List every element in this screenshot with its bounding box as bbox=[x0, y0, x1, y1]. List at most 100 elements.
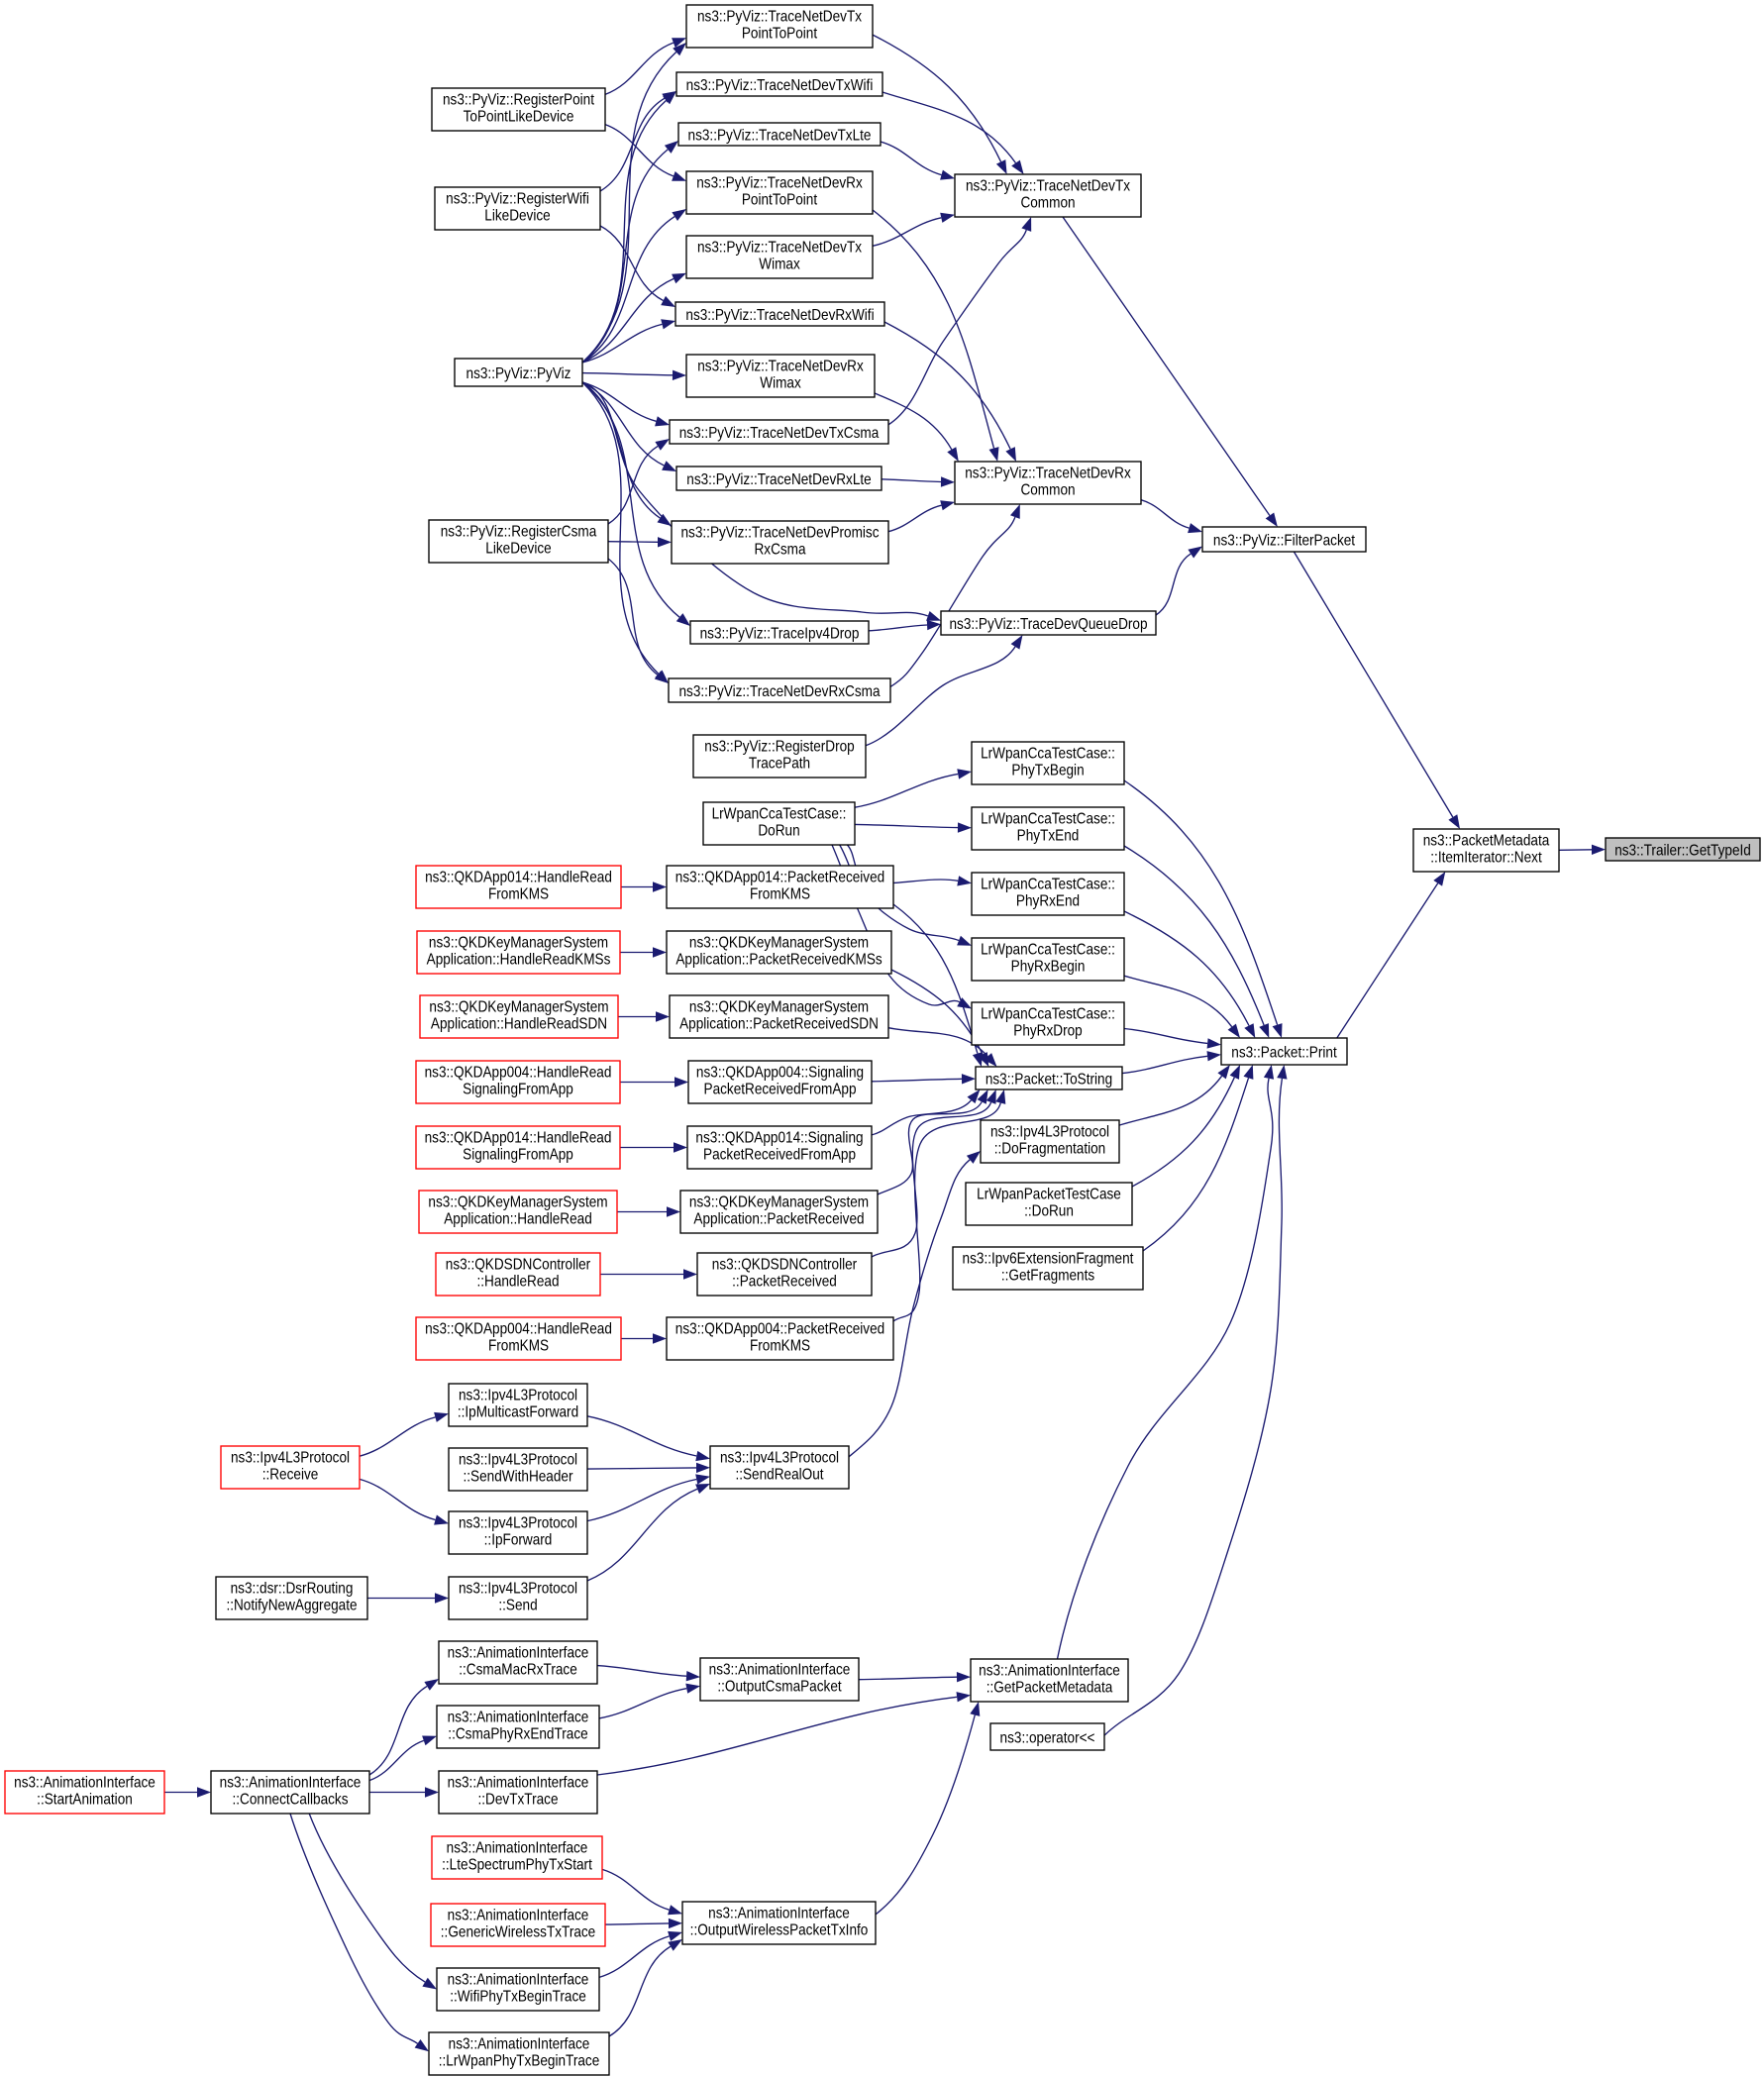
svg-text:ns3::QKDKeyManagerSystem: ns3::QKDKeyManagerSystem bbox=[689, 935, 869, 952]
svg-text:ns3::Ipv4L3Protocol: ns3::Ipv4L3Protocol bbox=[459, 1452, 577, 1469]
svg-text:ns3::PyViz::TraceNetDevTxCsma: ns3::PyViz::TraceNetDevTxCsma bbox=[679, 425, 880, 442]
svg-text:TracePath: TracePath bbox=[749, 756, 810, 773]
svg-text:ns3::QKDApp014::Signaling: ns3::QKDApp014::Signaling bbox=[695, 1130, 863, 1147]
svg-text:ns3::PyViz::RegisterWifi: ns3::PyViz::RegisterWifi bbox=[446, 191, 589, 208]
svg-text:::CsmaPhyRxEndTrace: ::CsmaPhyRxEndTrace bbox=[448, 1726, 587, 1743]
svg-text:ns3::QKDKeyManagerSystem: ns3::QKDKeyManagerSystem bbox=[429, 935, 608, 952]
svg-text:::OutputCsmaPacket: ::OutputCsmaPacket bbox=[717, 1679, 842, 1696]
svg-text:::IpForward: ::IpForward bbox=[484, 1532, 553, 1549]
svg-text:ns3::AnimationInterface: ns3::AnimationInterface bbox=[220, 1775, 362, 1792]
svg-text:ns3::PyViz::RegisterCsma: ns3::PyViz::RegisterCsma bbox=[441, 524, 597, 541]
svg-text:PhyTxBegin: PhyTxBegin bbox=[1011, 763, 1084, 779]
svg-text:::PacketReceived: ::PacketReceived bbox=[732, 1274, 837, 1291]
svg-text:ns3::AnimationInterface: ns3::AnimationInterface bbox=[448, 1775, 589, 1792]
svg-text:ns3::PyViz::TraceNetDevRx: ns3::PyViz::TraceNetDevRx bbox=[965, 466, 1131, 482]
svg-text:ns3::Ipv4L3Protocol: ns3::Ipv4L3Protocol bbox=[459, 1581, 577, 1598]
svg-text:ns3::operator<<: ns3::operator<< bbox=[1000, 1730, 1095, 1747]
svg-text:PhyRxDrop: PhyRxDrop bbox=[1013, 1023, 1082, 1040]
svg-text:ns3::PyViz::RegisterDrop: ns3::PyViz::RegisterDrop bbox=[704, 739, 854, 756]
svg-text:LikeDevice: LikeDevice bbox=[484, 208, 550, 225]
svg-text:LrWpanPacketTestCase: LrWpanPacketTestCase bbox=[977, 1187, 1121, 1203]
svg-text:PhyRxBegin: PhyRxBegin bbox=[1011, 959, 1086, 976]
svg-text:FromKMS: FromKMS bbox=[750, 1338, 810, 1355]
svg-text:LrWpanCcaTestCase::: LrWpanCcaTestCase:: bbox=[981, 877, 1115, 893]
svg-text:::Send: ::Send bbox=[498, 1598, 537, 1614]
svg-text:SignalingFromApp: SignalingFromApp bbox=[463, 1082, 573, 1098]
svg-text:FromKMS: FromKMS bbox=[750, 886, 810, 903]
svg-text:ns3::PyViz::TraceNetDevRx: ns3::PyViz::TraceNetDevRx bbox=[697, 359, 864, 375]
svg-text:ns3::PacketMetadata: ns3::PacketMetadata bbox=[1423, 833, 1550, 850]
svg-text:Common: Common bbox=[1020, 195, 1075, 212]
svg-text:ns3::PyViz::TraceDevQueueDrop: ns3::PyViz::TraceDevQueueDrop bbox=[949, 616, 1147, 633]
svg-text:ns3::Ipv4L3Protocol: ns3::Ipv4L3Protocol bbox=[459, 1388, 577, 1404]
svg-text:::Receive: ::Receive bbox=[262, 1467, 319, 1484]
svg-text:LikeDevice: LikeDevice bbox=[485, 541, 551, 558]
svg-text:ns3::PyViz::TraceIpv4Drop: ns3::PyViz::TraceIpv4Drop bbox=[700, 626, 860, 643]
svg-text:ns3::PyViz::TraceNetDevTx: ns3::PyViz::TraceNetDevTx bbox=[966, 178, 1131, 195]
svg-text:PacketReceivedFromApp: PacketReceivedFromApp bbox=[703, 1147, 856, 1164]
svg-text:::GetPacketMetadata: ::GetPacketMetadata bbox=[986, 1680, 1113, 1697]
svg-text:ns3::AnimationInterface: ns3::AnimationInterface bbox=[448, 1908, 589, 1924]
svg-text:ns3::PyViz::TraceNetDevRxWifi: ns3::PyViz::TraceNetDevRxWifi bbox=[685, 307, 874, 324]
svg-text:DoRun: DoRun bbox=[758, 823, 799, 840]
svg-text:RxCsma: RxCsma bbox=[754, 542, 806, 559]
svg-text:ns3::AnimationInterface: ns3::AnimationInterface bbox=[449, 2036, 590, 2053]
svg-text:Wimax: Wimax bbox=[759, 257, 800, 273]
svg-text:ns3::Ipv4L3Protocol: ns3::Ipv4L3Protocol bbox=[459, 1515, 577, 1532]
svg-text:Common: Common bbox=[1020, 482, 1075, 499]
svg-text:::SendRealOut: ::SendRealOut bbox=[735, 1467, 824, 1484]
svg-text:::ConnectCallbacks: ::ConnectCallbacks bbox=[232, 1792, 348, 1809]
svg-text:LrWpanCcaTestCase::: LrWpanCcaTestCase:: bbox=[712, 806, 847, 823]
svg-text:::SendWithHeader: ::SendWithHeader bbox=[464, 1469, 573, 1486]
svg-text:ns3::QKDSDNController: ns3::QKDSDNController bbox=[712, 1257, 857, 1274]
svg-text:ns3::PyViz::TraceNetDevTx: ns3::PyViz::TraceNetDevTx bbox=[697, 9, 863, 26]
svg-text:ns3::Ipv4L3Protocol: ns3::Ipv4L3Protocol bbox=[990, 1124, 1109, 1141]
svg-text:Application::PacketReceivedKMS: Application::PacketReceivedKMSs bbox=[675, 952, 882, 969]
svg-text:Application::HandleRead: Application::HandleRead bbox=[444, 1211, 591, 1228]
svg-text:ns3::QKDApp004::PacketReceived: ns3::QKDApp004::PacketReceived bbox=[675, 1321, 884, 1338]
svg-text:ns3::QKDApp014::PacketReceived: ns3::QKDApp014::PacketReceived bbox=[675, 870, 884, 886]
svg-text:ns3::PyViz::PyViz: ns3::PyViz::PyViz bbox=[467, 365, 571, 382]
svg-text:ns3::PyViz::TraceNetDevTx: ns3::PyViz::TraceNetDevTx bbox=[697, 240, 863, 257]
svg-text:::DevTxTrace: ::DevTxTrace bbox=[477, 1792, 558, 1809]
svg-text:ns3::QKDApp004::HandleRead: ns3::QKDApp004::HandleRead bbox=[425, 1321, 612, 1338]
svg-text:ns3::QKDSDNController: ns3::QKDSDNController bbox=[446, 1257, 590, 1274]
svg-text:FromKMS: FromKMS bbox=[488, 886, 549, 903]
svg-text:ns3::QKDKeyManagerSystem: ns3::QKDKeyManagerSystem bbox=[689, 999, 869, 1016]
svg-text:PhyRxEnd: PhyRxEnd bbox=[1016, 893, 1080, 910]
svg-text:ns3::AnimationInterface: ns3::AnimationInterface bbox=[448, 1972, 589, 1989]
svg-text:PhyTxEnd: PhyTxEnd bbox=[1017, 828, 1080, 845]
svg-text:::DoFragmentation: ::DoFragmentation bbox=[994, 1141, 1105, 1158]
svg-text:ns3::AnimationInterface: ns3::AnimationInterface bbox=[979, 1663, 1120, 1680]
svg-text:::CsmaMacRxTrace: ::CsmaMacRxTrace bbox=[459, 1662, 576, 1679]
svg-text:ns3::PyViz::FilterPacket: ns3::PyViz::FilterPacket bbox=[1213, 533, 1356, 550]
svg-text:PointToPoint: PointToPoint bbox=[742, 192, 818, 209]
svg-text:ns3::Trailer::GetTypeId: ns3::Trailer::GetTypeId bbox=[1614, 843, 1751, 860]
svg-text:ns3::QKDKeyManagerSystem: ns3::QKDKeyManagerSystem bbox=[428, 1194, 607, 1211]
svg-text:ns3::PyViz::TraceNetDevRx: ns3::PyViz::TraceNetDevRx bbox=[696, 175, 863, 192]
svg-text:LrWpanCcaTestCase::: LrWpanCcaTestCase:: bbox=[981, 1006, 1115, 1023]
svg-text:::OutputWirelessPacketTxInfo: ::OutputWirelessPacketTxInfo bbox=[690, 1922, 869, 1939]
svg-text:ns3::QKDKeyManagerSystem: ns3::QKDKeyManagerSystem bbox=[429, 999, 608, 1016]
svg-text:Application::HandleReadKMSs: Application::HandleReadKMSs bbox=[427, 952, 611, 969]
svg-text:Application::HandleReadSDN: Application::HandleReadSDN bbox=[431, 1016, 607, 1033]
svg-text:ns3::AnimationInterface: ns3::AnimationInterface bbox=[448, 1645, 589, 1662]
svg-text:ns3::PyViz::TraceNetDevTxLte: ns3::PyViz::TraceNetDevTxLte bbox=[688, 128, 872, 145]
svg-text:PacketReceivedFromApp: PacketReceivedFromApp bbox=[703, 1082, 856, 1098]
svg-text:ns3::QKDApp014::HandleRead: ns3::QKDApp014::HandleRead bbox=[425, 1130, 612, 1147]
svg-text:::LteSpectrumPhyTxStart: ::LteSpectrumPhyTxStart bbox=[442, 1857, 593, 1874]
svg-text:::LrWpanPhyTxBeginTrace: ::LrWpanPhyTxBeginTrace bbox=[439, 2053, 600, 2070]
svg-text:FromKMS: FromKMS bbox=[488, 1338, 549, 1355]
svg-text:SignalingFromApp: SignalingFromApp bbox=[463, 1147, 573, 1164]
svg-text:::NotifyNewAggregate: ::NotifyNewAggregate bbox=[226, 1598, 357, 1614]
svg-text:ns3::QKDKeyManagerSystem: ns3::QKDKeyManagerSystem bbox=[689, 1194, 869, 1211]
svg-text:ns3::AnimationInterface: ns3::AnimationInterface bbox=[709, 1662, 851, 1679]
svg-text:::IpMulticastForward: ::IpMulticastForward bbox=[458, 1404, 578, 1421]
svg-text:ns3::QKDApp004::HandleRead: ns3::QKDApp004::HandleRead bbox=[425, 1065, 612, 1082]
svg-text:ns3::QKDApp014::HandleRead: ns3::QKDApp014::HandleRead bbox=[425, 870, 612, 886]
svg-text:PointToPoint: PointToPoint bbox=[742, 26, 818, 43]
svg-text:::WifiPhyTxBeginTrace: ::WifiPhyTxBeginTrace bbox=[450, 1989, 586, 2006]
svg-text:ns3::AnimationInterface: ns3::AnimationInterface bbox=[447, 1840, 588, 1857]
svg-text:::HandleRead: ::HandleRead bbox=[476, 1274, 559, 1291]
svg-text:::StartAnimation: ::StartAnimation bbox=[37, 1792, 133, 1809]
